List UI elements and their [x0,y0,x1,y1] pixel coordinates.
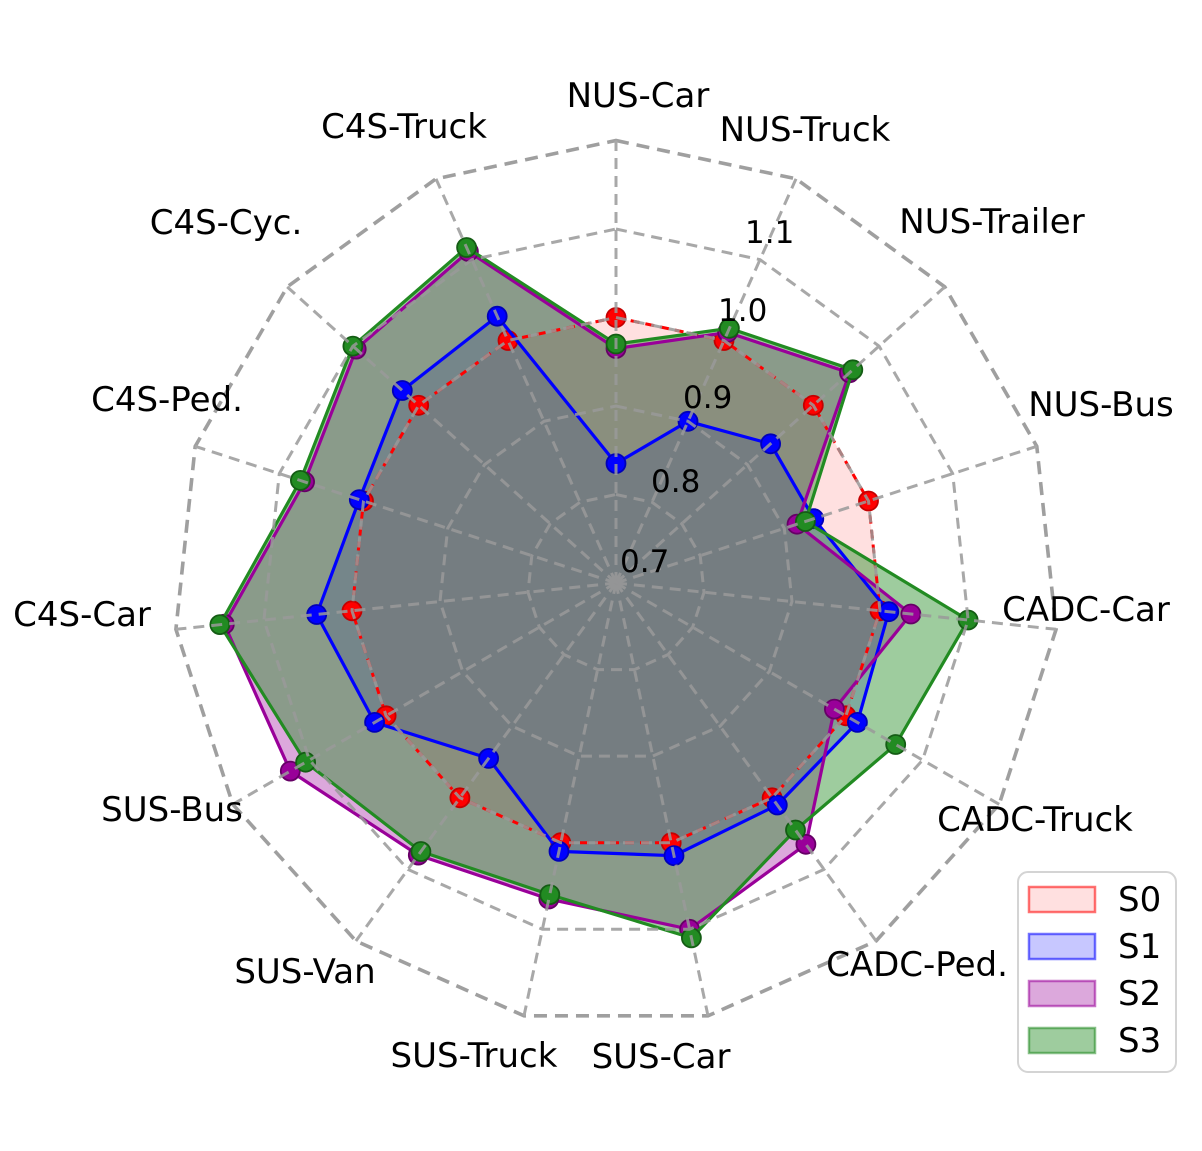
spoke-SUS-Truck [522,582,618,1017]
data-point-S2-SUS-Bus [279,760,301,782]
legend-swatch-S1 [1027,932,1097,961]
spoke-C4S-Car [175,581,617,631]
outer-boundary-ring [174,138,1058,1018]
spoke-CADC-Ped. [614,582,878,942]
category-label-NUS-Trailer: NUS-Trailer [899,202,1084,242]
grid-ring-1.1 [262,227,970,931]
category-label-SUS-Bus: SUS-Bus [101,790,243,830]
category-labels: NUS-CarNUS-TruckNUS-TrailerNUS-BusCADC-C… [13,76,1174,1077]
category-label-CADC-Ped.: CADC-Ped. [826,945,1008,985]
spoke-C4S-Cyc. [286,285,618,585]
series-S1-line [315,314,891,858]
legend-swatch-S3 [1027,1026,1097,1055]
legend-swatch-S0 [1027,885,1097,914]
series-S2-area [224,251,911,930]
legend-swatch-S2 [1027,979,1097,1008]
category-label-NUS-Car: NUS-Car [567,76,710,116]
category-label-C4S-Ped.: C4S-Ped. [91,380,243,420]
category-label-SUS-Van: SUS-Van [234,952,375,992]
category-label-CADC-Truck: CADC-Truck [937,800,1133,840]
legend-label-S0: S0 [1118,880,1161,920]
grid-ring-0.8 [526,492,706,672]
spoke-NUS-Bus [615,444,1038,585]
radial-tick-labels: 0.7 0.8 0.9 1.0 1.1 [620,215,794,580]
data-point-S1-C4S-Ped. [348,489,370,511]
category-label-C4S-Car: C4S-Car [13,595,151,635]
spoke-SUS-Car [614,582,710,1017]
data-point-S3-SUS-Truck [539,884,561,905]
category-label-C4S-Cyc.: C4S-Cyc. [150,203,303,243]
legend-box [1017,871,1177,1073]
category-label-SUS-Car: SUS-Car [592,1037,731,1077]
spoke-CADC-Car [615,581,1057,631]
grid-ring-0.9 [438,404,794,758]
legend-label-S2: S2 [1118,974,1161,1014]
series-S3-area [219,247,969,938]
radial-tick-label-0.7: 0.7 [620,544,669,580]
spoke-NUS-Trailer [614,285,946,585]
spoke-SUS-Van [354,582,618,942]
category-label-SUS-Truck: SUS-Truck [391,1036,558,1076]
legend-label-S1: S1 [1118,927,1161,967]
category-label-C4S-Truck: C4S-Truck [321,107,487,147]
spoke-SUS-Bus [232,581,617,806]
legend-label-S3: S3 [1118,1021,1161,1061]
category-label-NUS-Bus: NUS-Bus [1028,385,1174,425]
radial-tick-label-1.1: 1.1 [745,215,794,251]
series-S3-line [218,245,970,940]
data-point-S3-CADC-Truck [885,734,907,755]
spoke-C4S-Ped. [194,444,617,585]
radial-tick-label-0.9: 0.9 [683,380,732,416]
category-label-CADC-Car: CADC-Car [1002,590,1170,630]
series-S1-area [316,316,889,856]
grid-ring-1 [350,315,882,845]
category-label-NUS-Truck: NUS-Truck [720,110,891,150]
chart-grid [174,138,1058,1018]
radial-tick-label-1.0: 1.0 [718,293,767,329]
radial-tick-label-0.8: 0.8 [651,464,700,500]
spoke-CADC-Truck [615,581,1000,806]
spoke-NUS-Truck [614,178,798,584]
spoke-C4S-Truck [434,178,618,584]
